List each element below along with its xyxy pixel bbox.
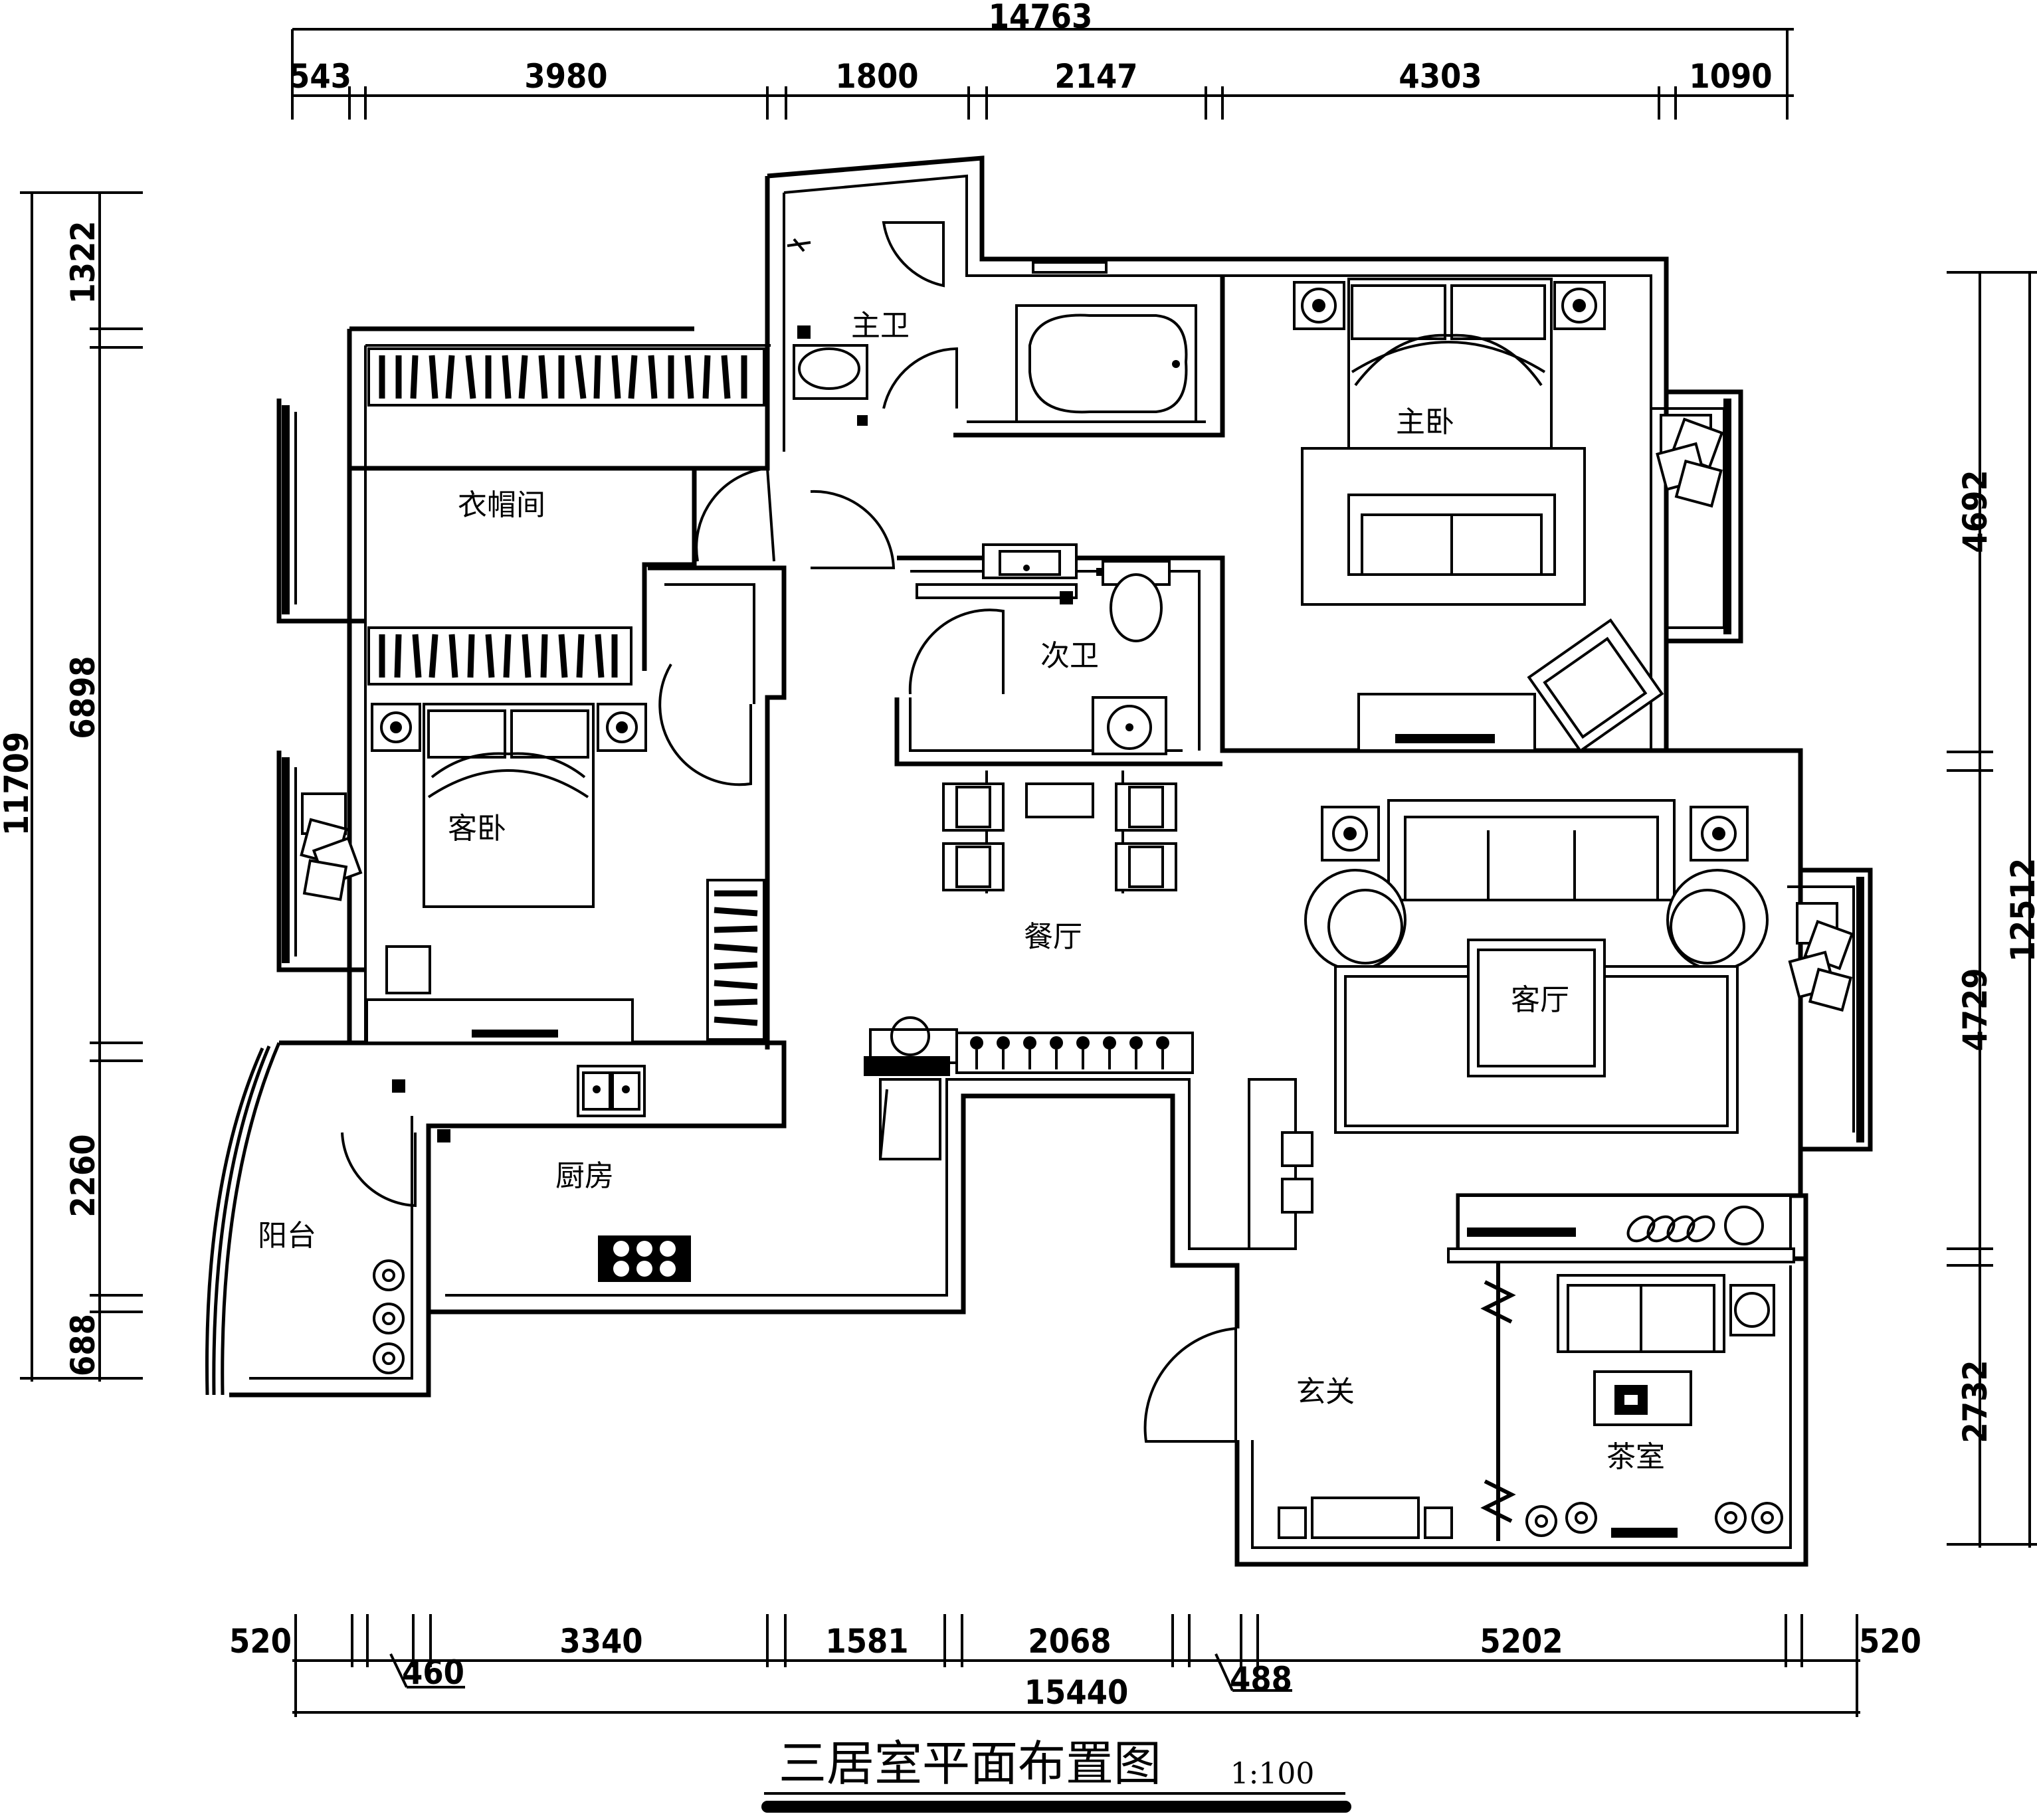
bottom-dim-6: 520 — [1859, 1622, 1921, 1661]
room-label-living: 客厅 — [1511, 983, 1569, 1017]
balcony-curve — [205, 1042, 281, 1396]
living-armchairs-icon — [1304, 869, 1769, 971]
guest-desk-icon — [365, 998, 634, 1044]
master-bed-icon — [1347, 278, 1553, 480]
bath-fixture — [1060, 591, 1073, 604]
left-dim-2: 6898 — [64, 656, 102, 739]
guest-bed-icon — [423, 703, 595, 908]
room-label-master-bath: 主卫 — [851, 309, 910, 343]
top-dim-2: 3980 — [524, 57, 607, 96]
master-sofa-icon — [1347, 494, 1556, 576]
coffee-table-inner — [1477, 949, 1596, 1067]
left-dim-1: 1322 — [64, 221, 102, 304]
bottom-dim-5: 5202 — [1480, 1622, 1563, 1661]
room-label-foyer: 玄关 — [1296, 1375, 1355, 1409]
top-total-dim: 14763 — [989, 0, 1093, 36]
tea-fixture — [1611, 1528, 1678, 1538]
nightstand-lamp-icon — [1293, 281, 1606, 330]
second-toilet-icon — [1096, 560, 1171, 642]
left-dimensions — [20, 191, 143, 1382]
tea-table-icon — [1593, 1370, 1692, 1426]
left-total-dim: 11709 — [0, 732, 36, 836]
bottom-dimensions — [292, 1614, 1860, 1717]
plan-title: 三居室平面布置图 — [779, 1736, 1161, 1791]
plan-scale: 1:100 — [1230, 1757, 1315, 1791]
shower-drain-icon — [1092, 696, 1167, 755]
living-lamps-icon — [1321, 806, 1749, 862]
tea-room-ledge — [1447, 1247, 1795, 1263]
shower-head-icon — [787, 238, 811, 252]
top-dim-5: 4303 — [1399, 57, 1482, 96]
doors — [341, 221, 1237, 1443]
dining-table-icon — [942, 771, 1177, 893]
balcony-plants-icon — [373, 1259, 405, 1374]
room-label-wardrobe: 衣帽间 — [458, 488, 545, 522]
bottom-total-dim: 15440 — [1024, 1673, 1129, 1712]
top-dim-3: 1800 — [835, 57, 918, 96]
bay-pillows-master — [1656, 414, 1724, 508]
window-sill — [1032, 261, 1108, 274]
living-sofa-icon — [1387, 799, 1676, 901]
toilet-icon — [793, 325, 868, 426]
tv-cabinet-icon — [1357, 693, 1536, 752]
bottom-small-dim-1: 460 — [402, 1653, 464, 1692]
room-label-balcony: 阳台 — [258, 1219, 316, 1253]
right-dimensions — [1947, 271, 2037, 1548]
room-label-dining: 餐厅 — [1024, 920, 1082, 954]
folding-screen-icon — [1480, 1262, 1516, 1541]
bottom-small-dim-2: 488 — [1230, 1660, 1292, 1698]
vanity-sink-icon — [982, 543, 1078, 579]
guest-closet-rack — [706, 879, 765, 1041]
top-dim-4: 2147 — [1054, 57, 1137, 96]
tea-plants-icon — [1525, 1502, 1783, 1537]
bath-counter — [916, 583, 1078, 599]
wardrobe-rack-bottom — [367, 626, 632, 685]
wardrobe-rack-top — [367, 347, 765, 407]
left-dim-3: 2260 — [64, 1134, 102, 1217]
room-label-master-bed: 主卧 — [1396, 405, 1454, 439]
bathtub-icon — [1015, 304, 1197, 423]
top-dim-1: 543 — [289, 57, 351, 96]
armchair-icon — [1527, 618, 1664, 753]
right-dim-2: 4729 — [1956, 968, 1994, 1051]
bay-pillows-guest — [300, 792, 363, 901]
bottom-dim-4: 2068 — [1028, 1622, 1111, 1661]
bottom-dim-1: 520 — [229, 1622, 292, 1661]
top-dimensions — [291, 28, 1794, 120]
room-label-guest-bed: 客卧 — [448, 812, 506, 846]
top-dim-6: 1090 — [1689, 57, 1772, 96]
foyer-cabinet-icon — [1278, 1497, 1453, 1539]
bar-counter-icon — [864, 1016, 958, 1160]
tea-sofa-icon — [1557, 1274, 1725, 1353]
room-label-tea-room: 茶室 — [1606, 1440, 1665, 1474]
tea-side-lamp-icon — [1729, 1284, 1775, 1336]
stove-icon — [598, 1235, 691, 1282]
right-dim-3: 2732 — [1956, 1360, 1994, 1443]
guest-chair — [385, 945, 431, 994]
wine-rack-icon — [955, 1032, 1194, 1074]
right-total-dim: 12512 — [2004, 858, 2037, 962]
guest-nightstands-icon — [371, 703, 647, 752]
bottom-dim-2: 3340 — [559, 1622, 642, 1661]
kitchen-fixture-2 — [437, 1129, 450, 1142]
right-dim-1: 4692 — [1956, 470, 1994, 553]
room-label-kitchen: 厨房 — [555, 1159, 614, 1193]
tea-room-cabinet-icon — [1457, 1194, 1792, 1250]
bar-stools-icon — [1248, 1078, 1313, 1250]
kitchen-fixture — [392, 1079, 405, 1093]
room-label-second-bath: 次卫 — [1040, 639, 1099, 673]
kitchen-sink-icon — [577, 1065, 646, 1117]
bay-pillows-living — [1788, 902, 1854, 1012]
left-dim-4: 688 — [64, 1314, 102, 1376]
bottom-dim-3: 1581 — [825, 1622, 908, 1661]
